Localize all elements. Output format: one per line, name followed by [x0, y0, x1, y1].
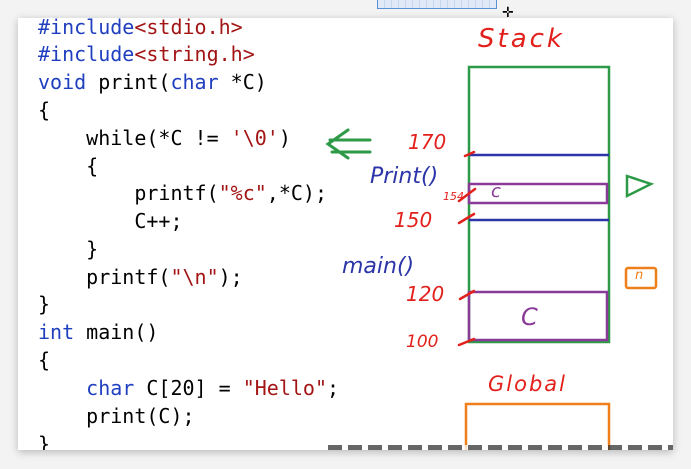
code-line: while(*C != '\0')	[38, 126, 291, 150]
code-keyword: void	[38, 70, 87, 94]
address-120: 120	[406, 282, 445, 306]
print-var-label: c	[491, 181, 501, 202]
badge-label: n	[635, 268, 644, 283]
code-line: {	[38, 154, 99, 178]
code-keyword: char	[170, 70, 219, 94]
code-keyword: char	[86, 376, 135, 400]
code-directive: #include	[38, 18, 135, 39]
address-170: 170	[408, 130, 447, 154]
code-string: "Hello"	[242, 376, 328, 400]
code-string: "\n"	[170, 265, 219, 289]
code-text: main()	[74, 320, 159, 344]
address-154: 154	[443, 190, 464, 203]
print-var-box	[467, 182, 609, 205]
code-text: while(*C !=	[38, 126, 231, 150]
code-text: );	[218, 265, 243, 289]
stack-title: Stack	[478, 24, 565, 54]
bottom-toolbar-strip[interactable]	[328, 445, 673, 450]
main-frame-label: main()	[342, 254, 415, 279]
code-line: C++;	[38, 209, 183, 233]
code-text: printf(	[38, 265, 171, 289]
code-line: int main()	[38, 320, 158, 344]
code-line: #include<stdio.h>	[38, 18, 243, 39]
code-header: <stdio.h>	[134, 18, 243, 39]
code-string: '\0'	[230, 126, 279, 150]
code-line: char C[20] = "Hello";	[38, 376, 339, 400]
green-arrow-icon	[325, 128, 372, 160]
triangle-icon	[625, 174, 655, 199]
code-line: printf("\n");	[38, 265, 243, 289]
global-box	[464, 402, 611, 450]
code-text: C[20] =	[134, 376, 243, 400]
stack-box	[467, 65, 611, 344]
main-var-label: C	[521, 303, 538, 331]
toolbar-strip[interactable]	[377, 0, 497, 9]
memory-diagram	[325, 65, 658, 450]
code-text: )	[278, 126, 291, 150]
whiteboard-canvas[interactable]: #include<stdio.h> #include<string.h> voi…	[18, 18, 673, 450]
code-line: }	[38, 292, 51, 316]
code-directive: #include	[38, 42, 135, 66]
address-100: 100	[406, 332, 439, 352]
code-text: printf(	[38, 181, 219, 205]
code-line: print(C);	[38, 404, 195, 428]
code-text: print(	[86, 70, 171, 94]
code-line: #include<string.h>	[38, 42, 255, 66]
address-150: 150	[394, 208, 433, 232]
code-line: printf("%c",*C);	[38, 181, 327, 205]
badge-box	[624, 266, 658, 290]
code-line: {	[38, 348, 51, 372]
code-line: {	[38, 98, 51, 122]
code-text: ;	[327, 376, 340, 400]
code-header: <string.h>	[134, 42, 255, 66]
code-line: }	[38, 432, 51, 450]
global-title: Global	[488, 372, 567, 396]
code-text: ,*C);	[266, 181, 328, 205]
code-string: "%c"	[218, 181, 267, 205]
print-frame-label: Print()	[370, 164, 439, 189]
move-cursor-icon: ✛	[502, 5, 514, 21]
code-line: void print(char *C)	[38, 70, 267, 94]
main-array-box	[467, 290, 609, 342]
code-keyword: int	[38, 320, 75, 344]
code-line: }	[38, 237, 99, 261]
code-text: *C)	[218, 70, 267, 94]
